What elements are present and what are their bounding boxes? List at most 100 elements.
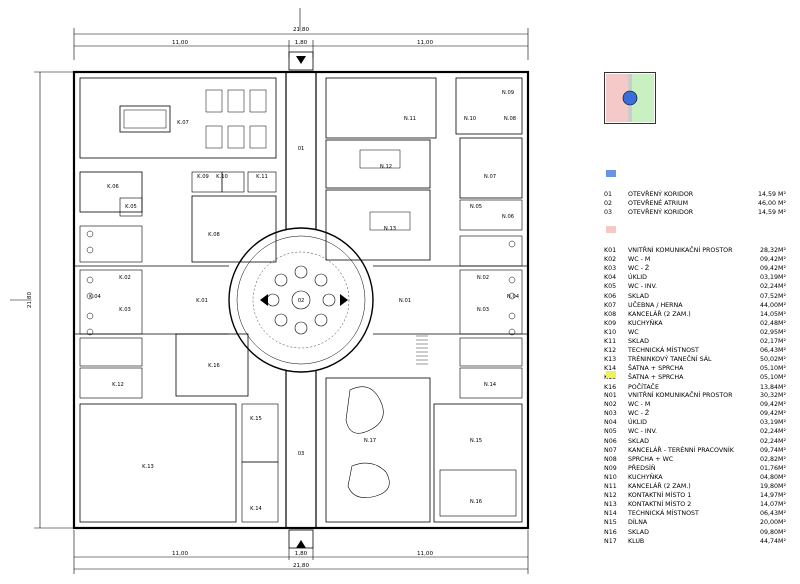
legend-code: N10: [604, 473, 617, 481]
legend-name: POČÍTAČE: [628, 383, 659, 391]
legend-area: 02,24M²: [760, 428, 786, 436]
legend-area: 02,95M²: [760, 328, 786, 336]
legend-area: 05,10M²: [760, 365, 786, 373]
legend-code: K10: [604, 328, 617, 336]
legend-name: WC - M: [628, 401, 651, 409]
legend-area: 07,52M²: [760, 292, 786, 300]
legend-row: N10 KUCHYŇKA 04,80M²: [590, 473, 800, 482]
dim-bottom-left: 11,00: [172, 551, 188, 557]
legend-area: 09,42M²: [760, 401, 786, 409]
legend-area: 14,05M²: [760, 310, 786, 318]
legend-name: SKLAD: [628, 528, 649, 536]
legend-area: 02,24M²: [760, 283, 786, 291]
legend-name: WC: [628, 328, 639, 336]
legend-name: KONTAKTNÍ MÍSTO 1: [628, 492, 692, 500]
legend-swatch: [606, 170, 616, 177]
legend-code: N12: [604, 492, 617, 500]
legend-code: K03: [604, 265, 617, 273]
legend-name: KLUB: [628, 537, 645, 545]
room-k08: K.08: [208, 232, 220, 238]
legend-area: 09,42M²: [760, 256, 786, 264]
legend-name: ŠATNA + SPRCHA: [628, 365, 684, 373]
room-n06: N.06: [502, 214, 514, 220]
legend-area: 20,00M²: [760, 519, 786, 527]
legend-name: SKLAD: [628, 292, 649, 300]
legend-name: TRÉNINKOVÝ TANEČNÍ SÁL: [628, 356, 712, 364]
room-k06: K.06: [107, 184, 119, 190]
legend-area: 14,59 M²: [758, 209, 786, 217]
legend-code: K06: [604, 292, 617, 300]
room-n16: N.16: [470, 499, 482, 505]
floor-plan: 21,80 11,00 1,80 11,00 11,00 1,80 11,00 …: [10, 8, 530, 574]
legend-code: 03: [604, 209, 613, 217]
legend-area: 44,74M²: [760, 537, 786, 545]
legend-code: N04: [604, 419, 617, 427]
dim-top-right: 11,00: [417, 40, 433, 46]
legend-code: N06: [604, 437, 617, 445]
legend-code: N11: [604, 483, 617, 490]
legend-name: KONTAKTNÍ MÍSTO 2: [628, 501, 692, 509]
legend-name: KUCHYŇKA: [628, 473, 663, 481]
legend-name: KUCHYŇKA: [628, 319, 663, 327]
room-k02: K.02: [119, 275, 131, 281]
legend-name: KANCELÁŘ (2 ZAM.): [628, 310, 691, 318]
legend-code: 01: [604, 191, 613, 198]
legend-area: 44,00M²: [760, 301, 786, 309]
dim-bottom-mid: 1,80: [295, 551, 308, 557]
legend-area: 19,80M²: [760, 483, 786, 490]
room-n17: N.17: [364, 438, 376, 444]
room-n08: N.08: [504, 116, 516, 122]
legend-code: K02: [604, 256, 617, 264]
legend-code: K04: [604, 274, 617, 282]
room-n04: N.04: [507, 294, 520, 300]
legend-name: SPRCHA + WC: [628, 455, 674, 463]
legend-name: ÚKLID: [628, 419, 647, 427]
legend-name: DÍLNA: [628, 519, 648, 527]
legend-swatch: [606, 371, 616, 378]
dim-top-left: 11,00: [172, 40, 188, 46]
room-k01: K.01: [196, 298, 208, 304]
room-n09: N.09: [502, 90, 514, 96]
legend-code: N02: [604, 401, 617, 409]
legend-name: WC - INV.: [628, 428, 657, 436]
room-n05: N.05: [470, 204, 482, 210]
room-k11: K.11: [256, 174, 268, 180]
legend-row: N02 WC - M 09,42M²: [590, 400, 800, 409]
legend-code: 02: [604, 200, 613, 208]
room-n02: N.02: [477, 275, 489, 281]
legend-row: K10 WC 02,95M²: [590, 328, 800, 337]
legend-name: OTEVŘENÝ KORIDOR: [628, 191, 694, 198]
legend-area: 01,76M²: [760, 464, 786, 472]
legend-name: OTEVŘENÝ KORIDOR: [628, 209, 694, 217]
legend-name: WC - Ž: [628, 265, 650, 273]
corridor-03: 03: [298, 451, 305, 457]
legend-name: UČEBNA / HERNA: [628, 301, 683, 309]
legend-code: K16: [604, 383, 617, 391]
legend-code: N17: [604, 537, 617, 545]
room-n03: N.03: [477, 307, 489, 313]
legend-name: TECHNICKÁ MÍSTNOST: [628, 347, 699, 355]
legend-name: VNITŘNÍ KOMUNIKAČNÍ PROSTOR: [628, 247, 733, 254]
legend-name: KANCELÁŘ - TERÉNNÍ PRACOVNÍK: [628, 446, 734, 454]
legend-code: K13: [604, 356, 617, 364]
legend-area: 04,80M²: [760, 473, 786, 481]
room-k05: K.05: [125, 204, 137, 210]
room-k10: K.10: [216, 174, 228, 180]
legend-name: ÚKLID: [628, 274, 647, 282]
legend-row: N17 KLUB 44,74M²: [590, 537, 800, 546]
legend-area: 14,59 M²: [758, 191, 786, 198]
legend-name: WC - M: [628, 256, 651, 264]
